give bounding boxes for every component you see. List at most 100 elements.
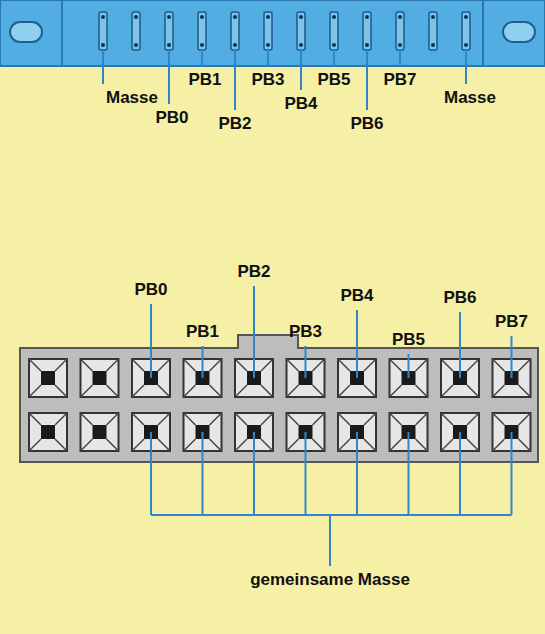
socket-bevel [210,439,222,451]
edge-pin [396,12,404,50]
signal-label: PB3 [289,322,322,342]
ground-label: gemeinsame Masse [250,570,410,590]
pin-socket [81,413,119,451]
leader-line [305,346,307,378]
socket-bevel [210,385,222,397]
edge-pin [99,12,107,50]
socket-bevel [107,439,119,451]
pin-dot [365,43,369,47]
socket-bevel [235,385,247,397]
socket-bevel [364,359,376,371]
pin-dot [398,43,402,47]
leader-line [356,310,358,378]
socket-bevel [29,359,41,371]
socket-bevel [158,385,170,397]
socket-bevel [29,413,41,425]
leader-line [202,346,204,378]
signal-label: PB5 [392,330,425,350]
pin-dot [167,43,171,47]
pin-dot [431,15,435,19]
pin-dot [332,15,336,19]
socket-bevel [390,385,402,397]
pin-dot [233,43,237,47]
socket-bevel [441,385,453,397]
pin-dot [365,15,369,19]
leader-line [408,354,410,378]
ground-wire [305,432,307,515]
signal-label: PB1 [188,70,221,90]
socket-bevel [107,413,119,425]
socket-bevel [132,413,144,425]
edge-pin [231,12,239,50]
socket-contact [93,371,107,385]
socket-bevel [55,413,67,425]
connector-divider [482,0,484,66]
signal-label: PB0 [134,280,167,300]
socket-bevel [441,413,453,425]
socket-bevel [416,439,428,451]
pin-dot [167,15,171,19]
socket-bevel [29,439,41,451]
edge-pin [165,12,173,50]
socket-bevel [132,439,144,451]
pin-dot [200,15,204,19]
socket-bevel [184,413,196,425]
socket-bevel [364,413,376,425]
pin-dot [266,43,270,47]
ground-wire [356,432,358,515]
socket-bevel [287,413,299,425]
signal-label: PB4 [284,94,317,114]
leader-line [253,286,255,378]
socket-bevel [158,359,170,371]
socket-bevel [235,413,247,425]
leader-line [300,50,302,90]
pin-dot [266,15,270,19]
pin-socket [81,359,119,397]
ground-wire [253,432,255,515]
edge-connector [0,0,545,66]
socket-bevel [107,385,119,397]
socket-bevel [493,439,505,451]
ground-wire [202,432,204,515]
mounting-hole [10,22,42,42]
edge-pin [330,12,338,50]
signal-label: PB6 [350,114,383,134]
socket-bevel [55,385,67,397]
signal-label: Masse [106,88,158,108]
socket-bevel [390,359,402,371]
pin-dot [101,43,105,47]
socket-bevel [467,413,479,425]
socket-bevel [261,385,273,397]
pin-dot [101,15,105,19]
socket-bevel [261,413,273,425]
socket-bevel [493,359,505,371]
socket-bevel [519,439,531,451]
socket-bevel [519,359,531,371]
socket-bevel [29,385,41,397]
socket-bevel [364,439,376,451]
socket-bevel [467,439,479,451]
pin-socket [29,413,67,451]
socket-bevel [338,439,350,451]
socket-bevel [416,385,428,397]
socket-bevel [441,439,453,451]
socket-bevel [467,385,479,397]
pin-dot [299,43,303,47]
socket-bevel [493,385,505,397]
pin-dot [200,43,204,47]
leader-line [465,50,467,84]
signal-label: Masse [444,88,496,108]
header-notch [239,346,297,350]
socket-bevel [81,385,93,397]
socket-bevel [235,359,247,371]
mounting-hole [503,22,535,42]
socket-bevel [132,385,144,397]
socket-bevel [287,385,299,397]
signal-label: PB4 [340,286,373,306]
pin-dot [134,43,138,47]
socket-bevel [313,439,325,451]
socket-bevel [235,439,247,451]
leader-line [150,304,152,378]
signal-label: PB3 [251,70,284,90]
ground-wire [511,432,513,515]
